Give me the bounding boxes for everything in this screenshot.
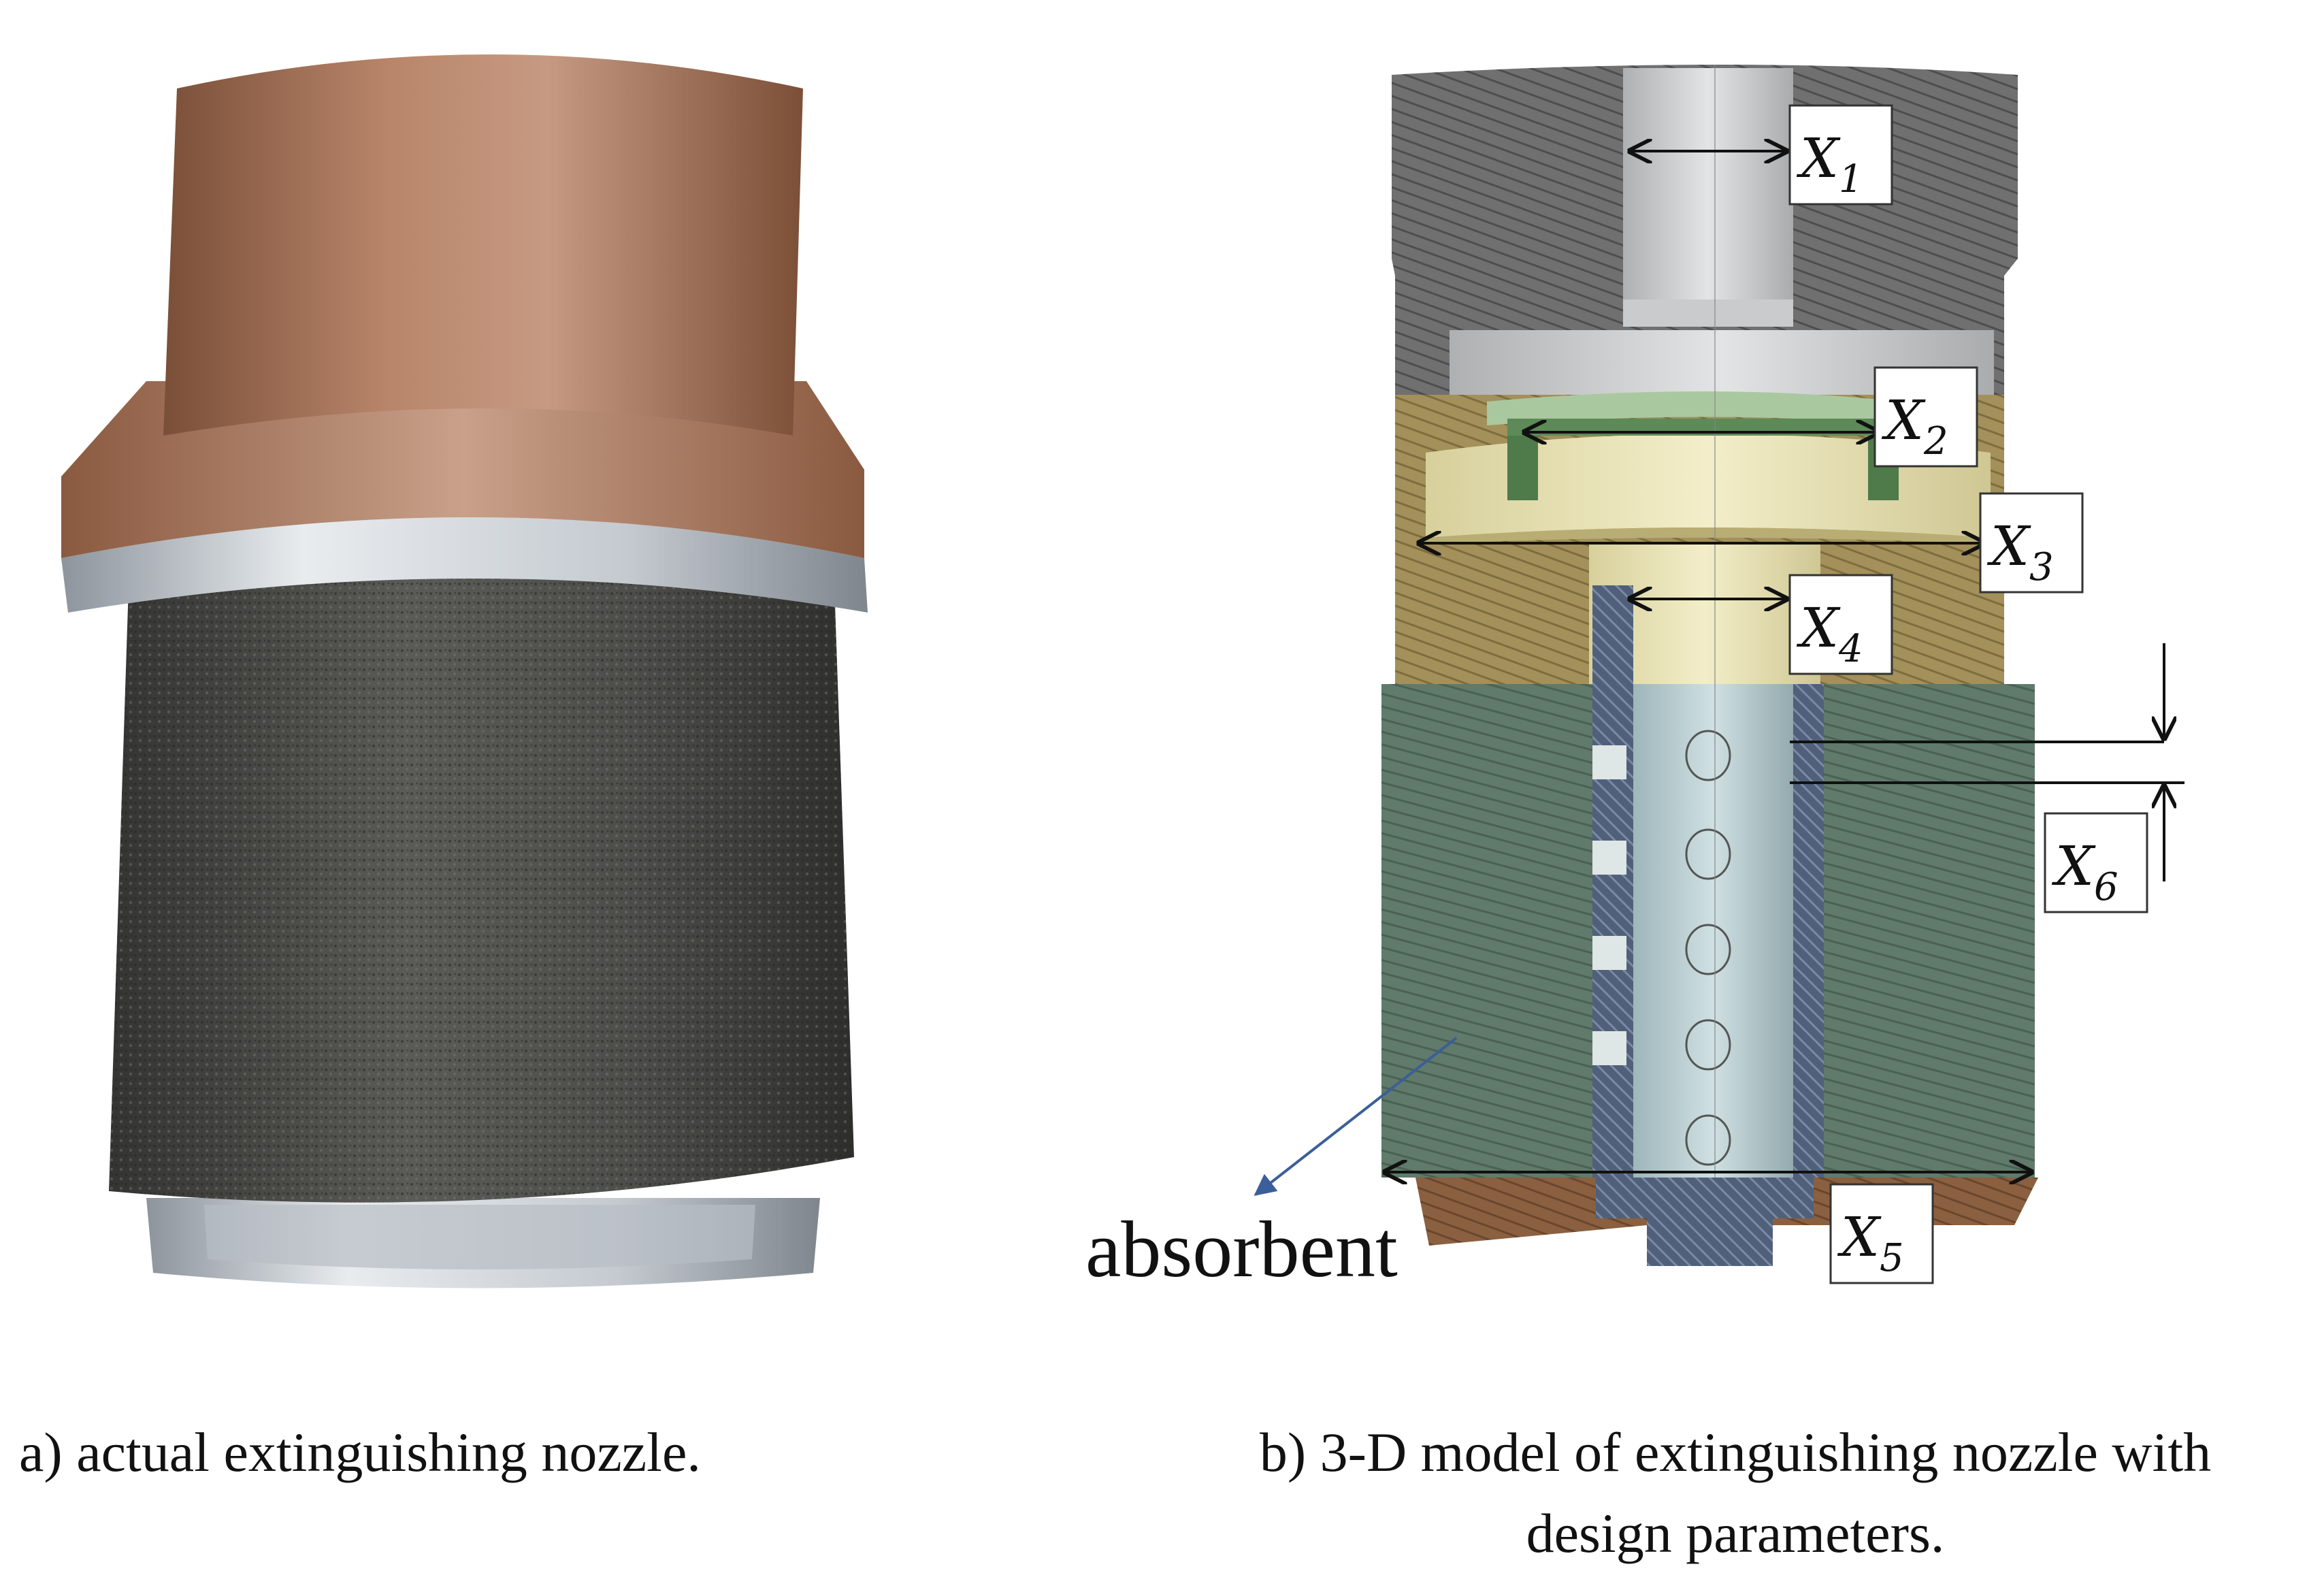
param-label-x3: X3 <box>1979 492 2084 594</box>
nozzle-photo <box>61 54 868 1288</box>
caption-panel-b-line2: design parameters. <box>1526 1502 1945 1564</box>
param-label-x2: X2 <box>1873 366 1978 468</box>
svg-text:X4: X4 <box>1796 596 1863 671</box>
param-label-x6: X6 <box>2044 812 2148 913</box>
caption-panel-a: a) actual extinguishing nozzle. <box>19 1421 701 1483</box>
param-label-x1: X1 <box>1788 104 1893 206</box>
svg-text:X1: X1 <box>1796 127 1863 201</box>
model-core-tube <box>1633 684 1793 1178</box>
nozzle-3d-model: X1 X2 X3 X4 X5 X6 absorbent <box>1085 65 2184 1294</box>
svg-text:X2: X2 <box>1881 389 1948 464</box>
svg-text:X3: X3 <box>1986 515 2054 589</box>
svg-text:X6: X6 <box>2051 834 2118 909</box>
copper-cap <box>163 54 803 436</box>
model-top-bore <box>1623 68 1793 299</box>
svg-text:X5: X5 <box>1837 1205 1904 1280</box>
absorbent-label: absorbent <box>1085 1205 1398 1294</box>
param-label-x4: X4 <box>1788 574 1893 675</box>
model-tube-wall-right <box>1793 684 1824 1178</box>
caption-panel-b-line1: b) 3-D model of extinguishing nozzle wit… <box>1259 1421 2212 1483</box>
copper-flange <box>61 381 864 558</box>
param-label-x5: X5 <box>1829 1183 1934 1284</box>
silver-flange-ring <box>61 517 868 613</box>
dimension-x6-arrow <box>1790 643 2184 881</box>
absorbent-pointer-arrow <box>1254 1037 1458 1196</box>
model-tube-wall-left <box>1592 585 1633 1178</box>
caption-panel-b: b) 3-D model of extinguishing nozzle wit… <box>1157 1412 2314 1574</box>
model-core-holes <box>1685 730 1731 1166</box>
